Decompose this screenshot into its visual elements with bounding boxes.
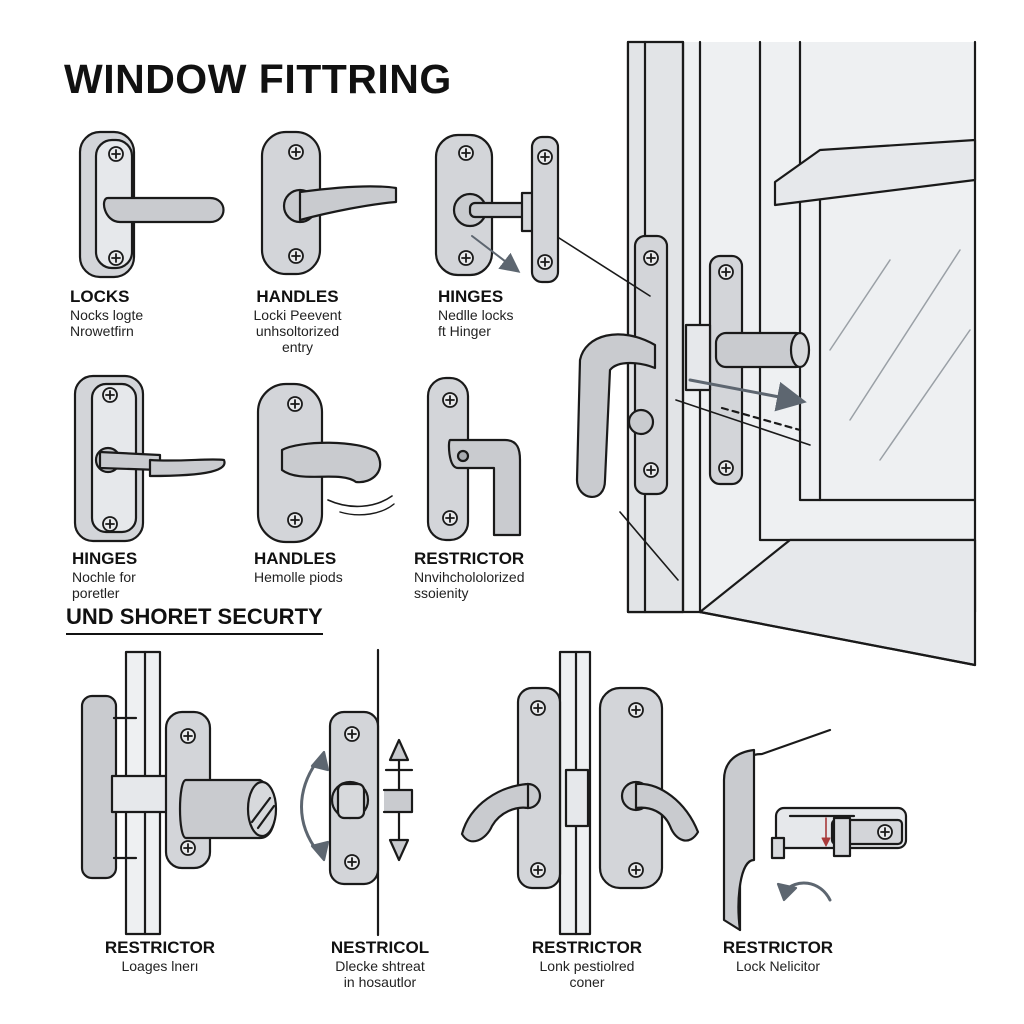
restrictor-double-handle-illustration <box>460 650 700 936</box>
label-handles-2: HANDLES Hemolle piods <box>254 549 343 585</box>
label-line: in hosautlor <box>343 974 417 990</box>
label-heading: RESTRICTOR <box>104 938 216 957</box>
handle-knob-illustration <box>256 382 395 544</box>
label-hinges-2: HINGES Nochle for poretler <box>72 549 137 601</box>
label-line: Nochle for <box>72 569 136 585</box>
label-line: Dlecke shtreat <box>335 958 425 974</box>
lock-lever-illustration <box>78 130 225 279</box>
label-locks: LOCKS Nocks logte Nrowetfirn <box>70 287 143 339</box>
label-restrictor-1: RESTRICTOR Loages lnerı <box>100 938 220 974</box>
label-nestricol: NESTRICOL Dlecke shtreat in hosautlor <box>310 938 450 990</box>
hinge-lever-illustration <box>73 374 226 543</box>
label-line: ft Hinger <box>438 323 491 339</box>
label-line: Nocks logte <box>70 307 144 323</box>
restrictor-stay-illustration <box>722 728 908 932</box>
label-heading: HINGES <box>438 287 504 306</box>
label-restrictor-3: RESTRICTOR Lock Nelicitor <box>716 938 840 974</box>
label-heading: RESTRICTOR <box>414 549 525 568</box>
label-line: Loages lnerı <box>121 958 199 974</box>
label-line: Nedlle locks <box>438 307 514 323</box>
label-line: Lock Nelicitor <box>735 958 821 974</box>
label-line: poretler <box>72 585 120 601</box>
label-line: Locki Peevent <box>253 307 342 323</box>
label-line: Nnvihchololorized <box>414 569 525 585</box>
page-title: WINDOW FITTRING <box>64 56 452 102</box>
label-heading: HINGES <box>72 549 138 568</box>
hinge-bolt-illustration <box>434 133 560 284</box>
section-title: UND SHORET SECURTY <box>66 604 323 635</box>
label-hinges: HINGES Nedlle locks ft Hinger <box>438 287 513 339</box>
label-restrictor-2: RESTRICTOR Lonk pestiolred coner <box>522 938 652 990</box>
window-frame-illustration <box>533 40 977 667</box>
label-restrictor: RESTRICTOR Nnvihchololorized ssoienity <box>414 549 525 601</box>
label-heading: HANDLES <box>256 287 339 306</box>
label-heading: RESTRICTOR <box>531 938 643 957</box>
label-line: coner <box>569 974 605 990</box>
label-heading: LOCKS <box>70 287 130 306</box>
label-line: Hemolle piods <box>254 569 343 585</box>
label-line: unhsoltorized <box>255 323 340 339</box>
label-line: Lonk pestiolred <box>539 958 635 974</box>
label-line: entry <box>281 339 314 355</box>
restrictor-rod-illustration <box>80 650 278 936</box>
handle-lever-illustration <box>260 130 398 276</box>
restrictor-lever-illustration <box>426 376 522 542</box>
label-line: Nrowetfirn <box>70 323 134 339</box>
label-heading: RESTRICTOR <box>722 938 834 957</box>
label-handles: HANDLES Locki Peevent unhsoltorized entr… <box>240 287 355 355</box>
label-heading: HANDLES <box>254 549 337 568</box>
restrictor-cam-illustration <box>300 648 414 937</box>
label-line: ssoienity <box>414 585 469 601</box>
label-heading: NESTRICOL <box>330 938 430 957</box>
